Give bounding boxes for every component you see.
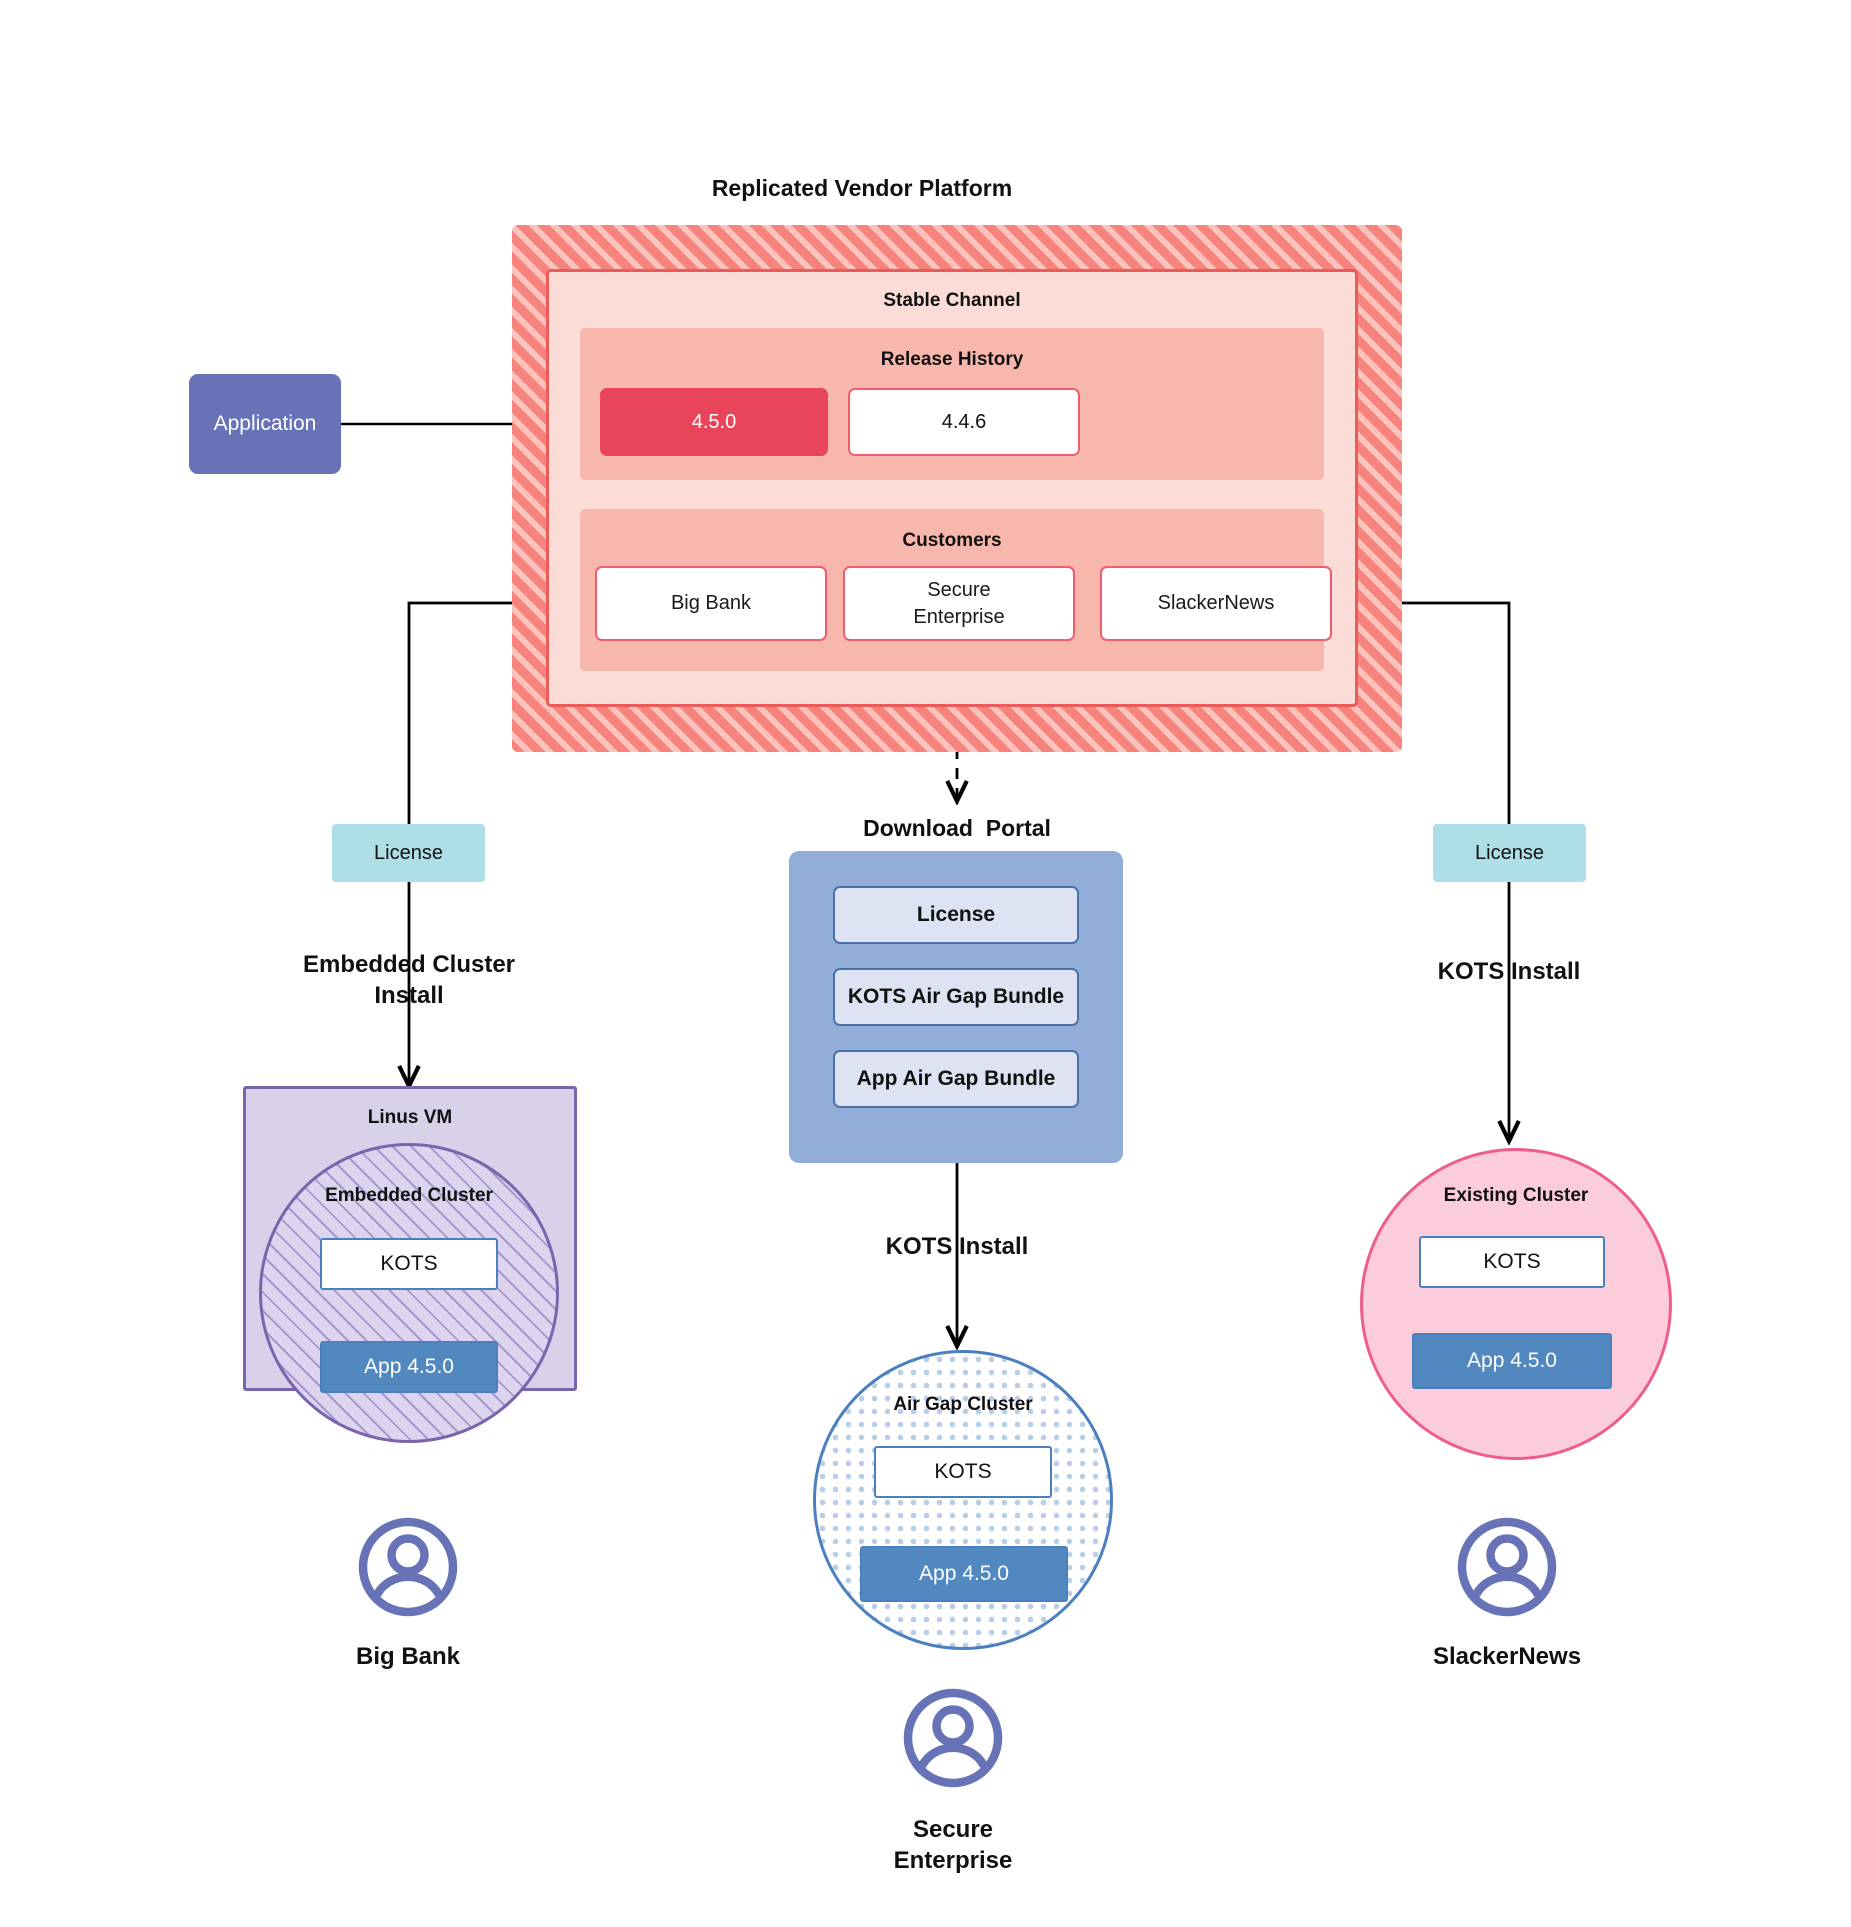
download-portal-title: Download Portal xyxy=(863,814,1051,841)
portal-item-app-air-gap-bundle[interactable]: App Air Gap Bundle xyxy=(833,1050,1079,1108)
user-avatar-icon xyxy=(1457,1517,1557,1617)
release-history-label: Release History xyxy=(880,349,1024,370)
kots-box-left[interactable]: KOTS xyxy=(320,1238,498,1290)
app-version-box-left[interactable]: App 4.5.0 xyxy=(320,1341,498,1393)
avatar-secure-enterprise xyxy=(901,1686,1005,1790)
avatar-big-bank xyxy=(356,1515,460,1619)
page-title: Replicated Vendor Platform xyxy=(711,174,1013,201)
customer-label-slackernews: SlackerNews xyxy=(1432,1642,1582,1670)
app-version-box-right[interactable]: App 4.5.0 xyxy=(1412,1333,1612,1389)
existing-cluster-circle xyxy=(1360,1148,1672,1460)
flow-label-kots-install-right: KOTS Install xyxy=(1437,957,1581,985)
user-avatar-icon xyxy=(903,1688,1003,1788)
app-version-box-center[interactable]: App 4.5.0 xyxy=(860,1546,1068,1602)
kots-box-center[interactable]: KOTS xyxy=(874,1446,1052,1498)
release-box-previous[interactable]: 4.4.6 xyxy=(848,388,1080,456)
customer-label-big-bank: Big Bank xyxy=(355,1642,460,1670)
linus-vm-label: Linus VM xyxy=(367,1107,453,1128)
flow-label-kots-install-center: KOTS Install xyxy=(885,1232,1029,1260)
customer-label-secure-enterprise: Secure Enterprise xyxy=(893,1816,1013,1874)
existing-cluster-label: Existing Cluster xyxy=(1443,1185,1589,1206)
portal-item-kots-air-gap-bundle[interactable]: KOTS Air Gap Bundle xyxy=(833,968,1079,1026)
license-pill-left[interactable]: License xyxy=(332,824,485,882)
avatar-slackernews xyxy=(1455,1515,1559,1619)
application-node[interactable]: Application xyxy=(189,374,341,474)
customer-box-secure-enterprise[interactable]: Secure Enterprise xyxy=(843,566,1075,641)
air-gap-cluster-label: Air Gap Cluster xyxy=(893,1394,1033,1415)
customers-label: Customers xyxy=(902,530,1002,551)
portal-item-license[interactable]: License xyxy=(833,886,1079,944)
kots-box-right[interactable]: KOTS xyxy=(1419,1236,1605,1288)
customer-box-slackernews[interactable]: SlackerNews xyxy=(1100,566,1332,641)
flow-label-embedded-cluster-install: Embedded Cluster Install xyxy=(302,951,516,1009)
license-pill-right[interactable]: License xyxy=(1433,824,1586,882)
stable-channel-label: Stable Channel xyxy=(883,290,1021,311)
embedded-cluster-label: Embedded Cluster xyxy=(325,1185,493,1206)
release-box-current[interactable]: 4.5.0 xyxy=(600,388,828,456)
customer-box-big-bank[interactable]: Big Bank xyxy=(595,566,827,641)
user-avatar-icon xyxy=(358,1517,458,1617)
